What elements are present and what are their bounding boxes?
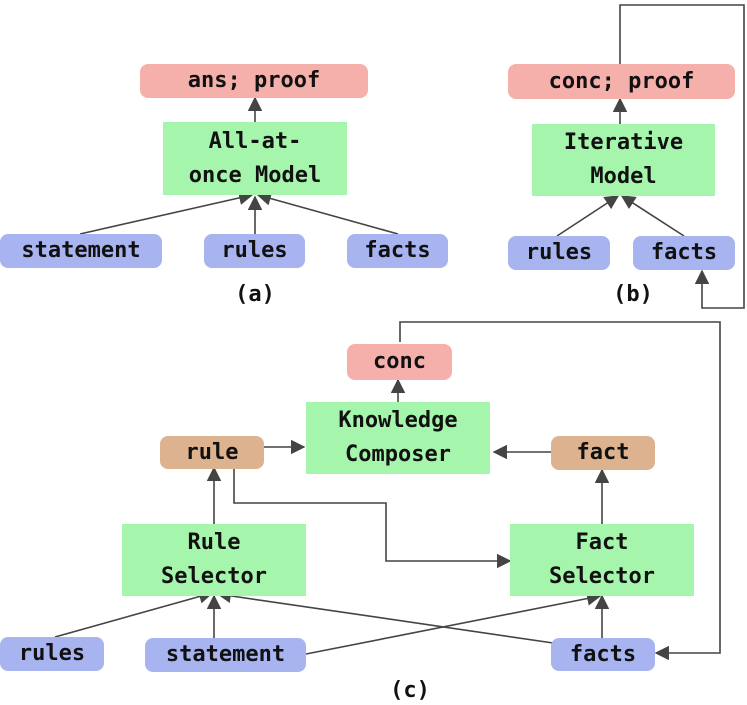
conclusion-proof-output: conc; proof — [508, 64, 735, 99]
knowledge-composer: Knowledge Composer — [306, 402, 490, 474]
rule-selector: Rule Selector — [122, 524, 306, 596]
arrow-c-loop — [399, 321, 721, 661]
arrow-c-statement-to-factselector — [305, 591, 602, 655]
caption-b: (b) — [613, 282, 653, 307]
arrow-a-facts-to-model — [256, 191, 399, 235]
conclusion-output: conc — [347, 344, 452, 380]
arrow-a-statement-to-model — [79, 190, 254, 235]
arrow-b-rules-to-model — [556, 195, 620, 237]
rules-input: rules — [508, 236, 610, 270]
facts-input: facts — [347, 234, 448, 268]
statement-input: statement — [145, 638, 306, 672]
selected-fact: fact — [551, 436, 655, 470]
arrow-c-rule-to-factselector — [233, 469, 512, 569]
arrow-b-loop — [619, 4, 745, 309]
fact-selector: Fact Selector — [510, 524, 694, 596]
rules-input: rules — [204, 234, 305, 268]
caption-a: (a) — [235, 282, 275, 307]
facts-input: facts — [633, 236, 735, 270]
all-at-once-model: All-at- once Model — [163, 122, 347, 195]
statement-input: statement — [0, 234, 162, 268]
answer-proof-output: ans; proof — [140, 64, 368, 98]
caption-c: (c) — [390, 678, 430, 703]
selected-rule: rule — [160, 436, 264, 469]
rules-input: rules — [0, 637, 104, 671]
iterative-model: Iterative Model — [532, 124, 715, 196]
arrow-b-facts-to-model — [620, 195, 685, 237]
arrow-c-facts-to-ruleselector — [216, 588, 561, 645]
arrow-c-rules-to-ruleselector — [54, 589, 214, 638]
facts-input: facts — [551, 638, 655, 671]
